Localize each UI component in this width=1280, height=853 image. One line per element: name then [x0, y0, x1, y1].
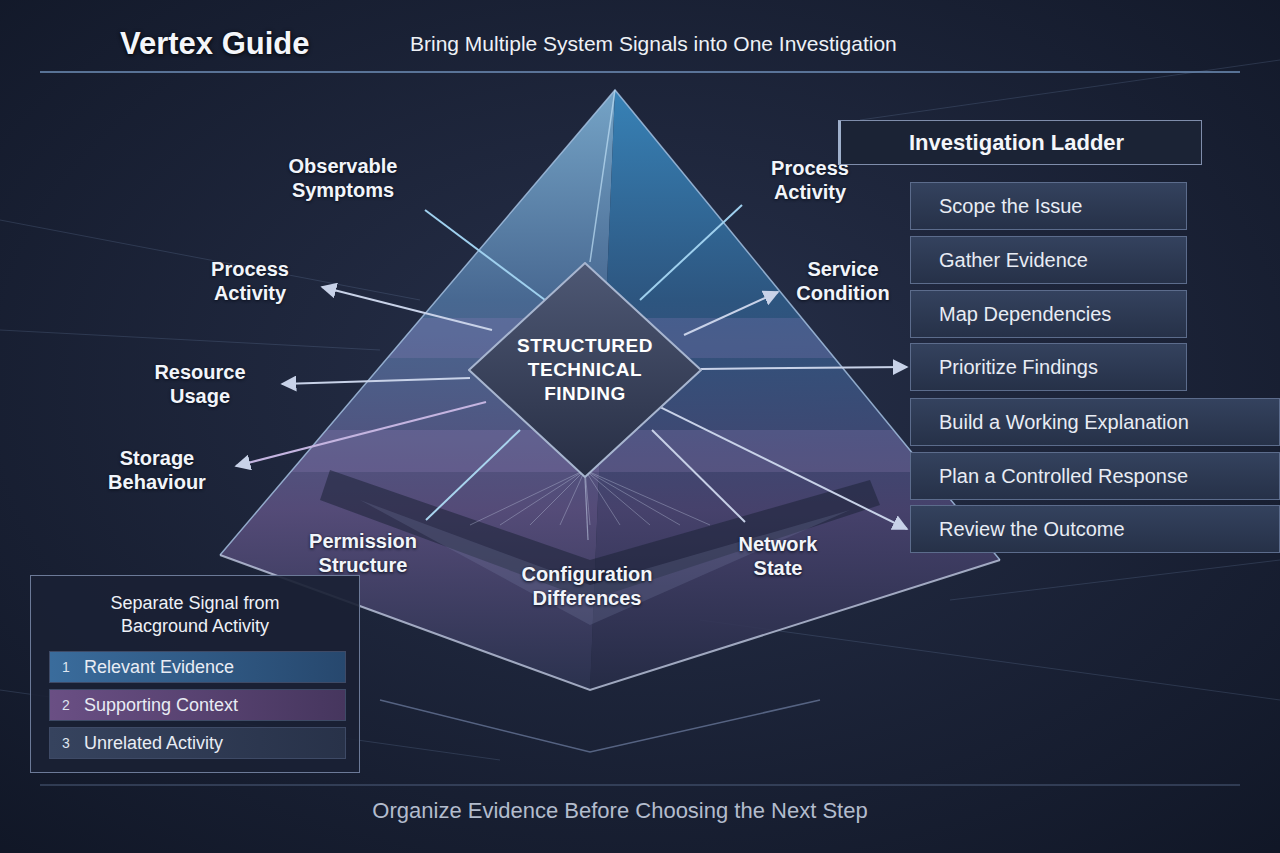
node-text: Unrelated Activity: [84, 733, 223, 754]
ladder-header: Investigation Ladder: [838, 120, 1202, 165]
ladder-step: Build a Working Explanation: [910, 398, 1280, 446]
ladder-step: Scope the Issue: [910, 182, 1187, 230]
node-text: Scope the Issue: [939, 195, 1082, 218]
finding-diamond: STRUCTURED TECHNICAL FINDING: [468, 262, 702, 478]
node-text: Prioritize Findings: [939, 356, 1098, 379]
node-text: STRUCTURED TECHNICAL FINDING: [510, 334, 660, 405]
signal-label: Network State: [718, 532, 838, 580]
signal-item: 3Unrelated Activity: [49, 727, 346, 759]
callout-number: 2: [62, 697, 84, 713]
node-text: Gather Evidence: [939, 249, 1088, 272]
signal-label: Configuration Differences: [505, 562, 670, 610]
node-text: Build a Working Explanation: [939, 411, 1189, 434]
footer-rule: [40, 785, 1240, 786]
subtitle: Bring Multiple System Signals into One I…: [410, 32, 897, 56]
signal-connector: [661, 408, 907, 529]
signal-label: Service Condition: [778, 257, 908, 305]
signal-arrows: [236, 205, 778, 522]
node-text: Separate Signal from Bacground Activity: [75, 592, 315, 637]
signal-item: 1Relevant Evidence: [49, 651, 346, 683]
ladder-step: Review the Outcome: [910, 505, 1280, 553]
ladder-step: Plan a Controlled Response: [910, 452, 1280, 500]
signal-label: Permission Structure: [293, 529, 433, 577]
signal-connector: [701, 367, 907, 369]
node-text: Supporting Context: [84, 695, 238, 716]
signal-panel: Separate Signal from Bacground Activity 1…: [30, 575, 360, 773]
ladder-step: Prioritize Findings: [910, 343, 1187, 391]
node-text: Map Dependencies: [939, 303, 1111, 326]
ladder-step: Gather Evidence: [910, 236, 1187, 284]
signal-label: Observable Symptoms: [273, 154, 413, 202]
light-streaks: [0, 60, 1280, 760]
signal-label: Process Activity: [185, 257, 315, 305]
node-text: Review the Outcome: [939, 518, 1125, 541]
page-caption: Organize Evidence Before Choosing the Ne…: [372, 798, 867, 824]
node-text: Investigation Ladder: [909, 130, 1124, 156]
node-text: Plan a Controlled Response: [939, 465, 1188, 488]
header-rule: [40, 71, 1240, 73]
node-text: Relevant Evidence: [84, 657, 234, 678]
callout-number: 3: [62, 735, 84, 751]
callout-number: 1: [62, 659, 84, 675]
signal-item: 2Supporting Context: [49, 689, 346, 721]
page-title: Vertex Guide: [120, 26, 310, 62]
ladder-step: Map Dependencies: [910, 290, 1187, 338]
ray-fan: [470, 470, 710, 525]
signal-label: Resource Usage: [140, 360, 260, 408]
signal-label: Storage Behaviour: [92, 446, 222, 494]
